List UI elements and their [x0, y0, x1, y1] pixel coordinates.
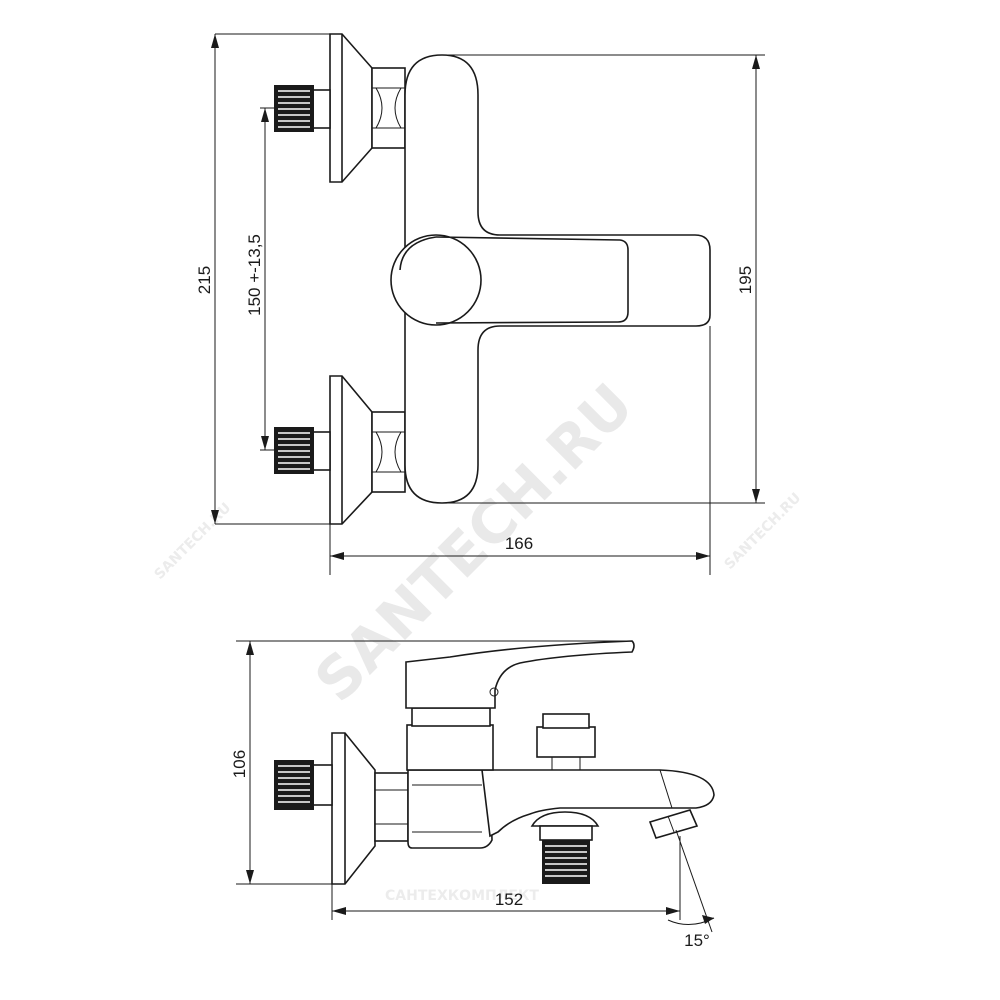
- mixer-body-top: [390, 54, 711, 504]
- label-195: 195: [736, 266, 755, 294]
- dim-side-height: 106: [230, 640, 632, 885]
- dim-spout-angle: 15°: [667, 829, 715, 950]
- watermark-small-left: SANTECH.RU: [152, 500, 235, 583]
- watermark-small-right: SANTECH.RU: [722, 490, 805, 573]
- lower-flange: [274, 375, 406, 525]
- label-215: 215: [195, 266, 214, 294]
- dim-top-width: 166: [329, 326, 711, 575]
- label-150: 150 +-13,5: [245, 234, 264, 316]
- side-body: [405, 640, 715, 884]
- side-view: 106 152 15°: [230, 640, 715, 950]
- dim-body-height: 195: [442, 54, 765, 504]
- top-view: 215 150 +-13,5 195 166: [195, 33, 765, 575]
- watermark-bottom: САНТЕХКОМПЛЕКТ: [385, 888, 539, 904]
- label-166: 166: [505, 534, 533, 553]
- label-106: 106: [230, 750, 249, 778]
- label-152: 152: [495, 890, 523, 909]
- dim-inlet-spacing: 150 +-13,5: [245, 107, 276, 451]
- dim-spout-length: 152: [331, 836, 681, 920]
- label-15-degrees: 15°: [684, 931, 710, 950]
- dim-total-height: 215: [195, 33, 330, 525]
- upper-flange: [274, 33, 406, 183]
- side-flange: [274, 732, 409, 885]
